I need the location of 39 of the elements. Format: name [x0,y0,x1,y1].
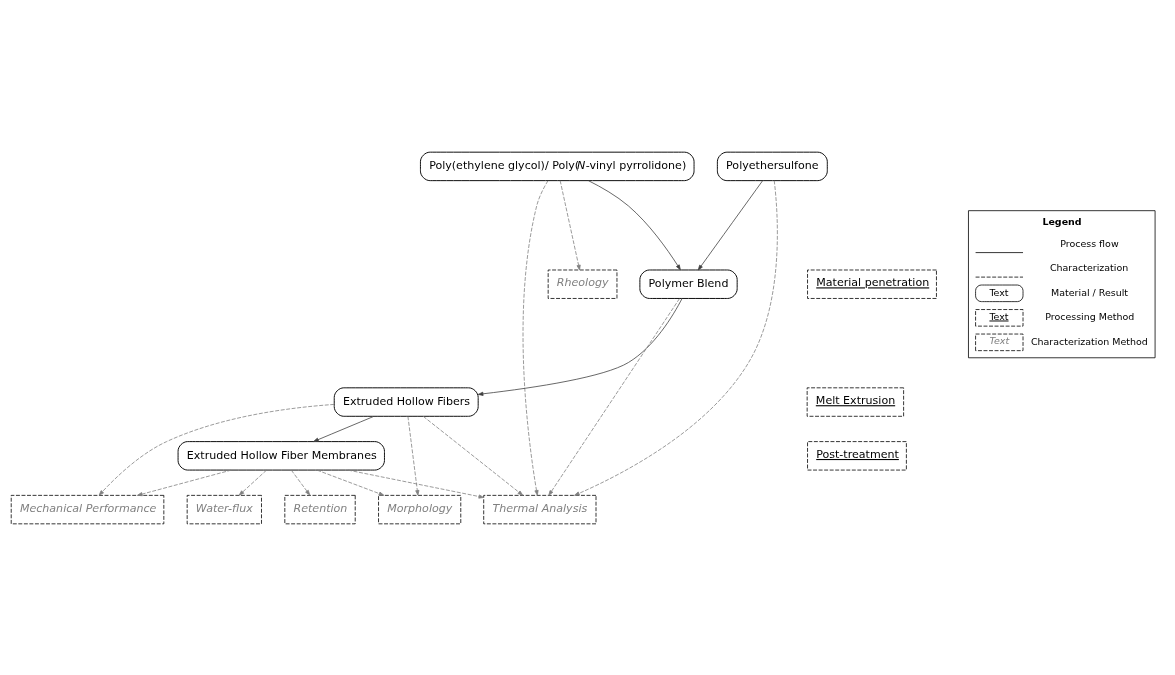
node-box: Poly(ethylene glycol)/ Poly(N-vinyl pyrrolidone) [419,151,695,181]
arrow [407,415,420,496]
node-box: Polyethersulfone [716,151,828,181]
node-box: Thermal Analysis [483,494,597,524]
arrow [316,469,385,496]
arrow [313,415,375,442]
node-box: Melt Extrusion [806,386,904,417]
node-box: Rheology [547,269,618,299]
node-box: Water-flux [186,494,262,524]
legend-label: Process flow [1060,237,1119,249]
arrow [588,179,681,270]
label: Text [989,286,1009,298]
label: Legend [1042,215,1082,227]
arrow [548,297,680,496]
arrow [522,179,549,496]
arrow [559,179,581,270]
node-box: Post-treatment [807,440,907,470]
arrow [477,297,683,396]
arrow [697,179,763,270]
arrow [574,179,778,496]
arrow [238,469,267,496]
node-box: Retention [284,494,356,524]
arrow [98,403,335,496]
legend-label: Characterization Method [1030,335,1148,347]
node-box: Material penetration [807,269,937,299]
arrow [291,469,311,495]
node-box: Polymer Blend [639,269,738,299]
legend-label: Material / Result [1051,286,1129,298]
node-box: Extruded Hollow Fiber Membranes [177,440,385,471]
node-box: Morphology [378,494,462,524]
label: Text [989,310,1009,321]
node-box: Mechanical Performance [10,494,165,524]
legend-label: Characterization [1049,261,1129,273]
node-box: Extruded Hollow Fibers [333,386,479,417]
arrow [137,469,232,496]
arrow [423,415,524,496]
legend-label: Processing Method [1045,310,1135,322]
label: Text [989,334,1010,346]
arrow [347,469,485,499]
